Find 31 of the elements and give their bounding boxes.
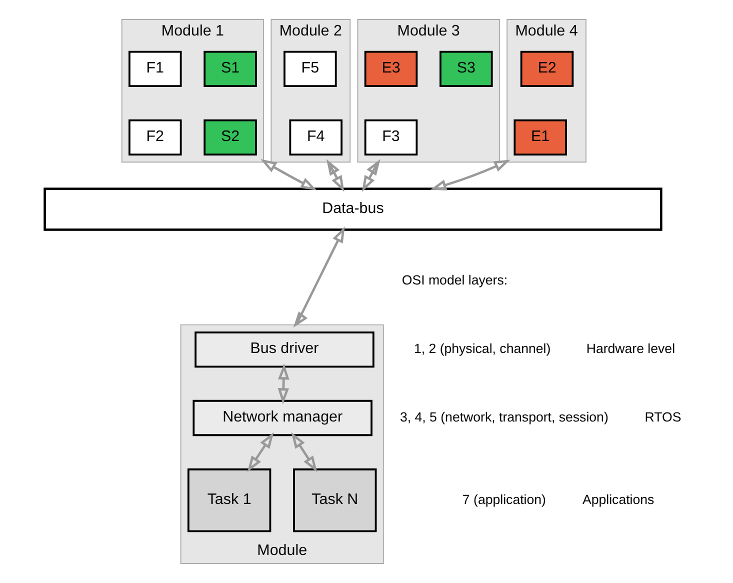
node-box: E1 (513, 119, 566, 156)
arrow (430, 160, 510, 190)
node-box: S1 (203, 50, 256, 87)
node-box: S2 (203, 119, 256, 156)
label: 1, 2 (physical, channel) (413, 341, 550, 356)
node-box: Bus driver (194, 331, 374, 368)
arrow (290, 432, 317, 472)
label: Applications (582, 492, 654, 507)
arrow (260, 159, 316, 190)
arrow (326, 159, 344, 192)
label: 7 (application) (462, 492, 546, 507)
node-box: Task 1 (186, 468, 271, 532)
node-box: Data-bus (43, 188, 662, 231)
node-box: F5 (283, 50, 336, 87)
node-box: S3 (439, 50, 492, 87)
node-box: E2 (520, 50, 574, 87)
arrow (292, 226, 344, 328)
node-box: F3 (364, 119, 418, 156)
label: Hardware level (586, 341, 675, 356)
label: 3, 4, 5 (network, transport, session) (399, 410, 608, 425)
node-box: F4 (288, 119, 342, 156)
label: OSI model layers: (401, 272, 508, 288)
node-box: Task N (292, 468, 376, 532)
label: RTOS (644, 410, 681, 425)
node-box: F1 (128, 50, 182, 87)
node-box: E3 (364, 50, 418, 87)
arrow (361, 159, 380, 192)
node-box: Network manager (192, 400, 372, 436)
arrow (277, 363, 289, 404)
node-box: F2 (128, 119, 182, 156)
arrow (246, 432, 274, 472)
